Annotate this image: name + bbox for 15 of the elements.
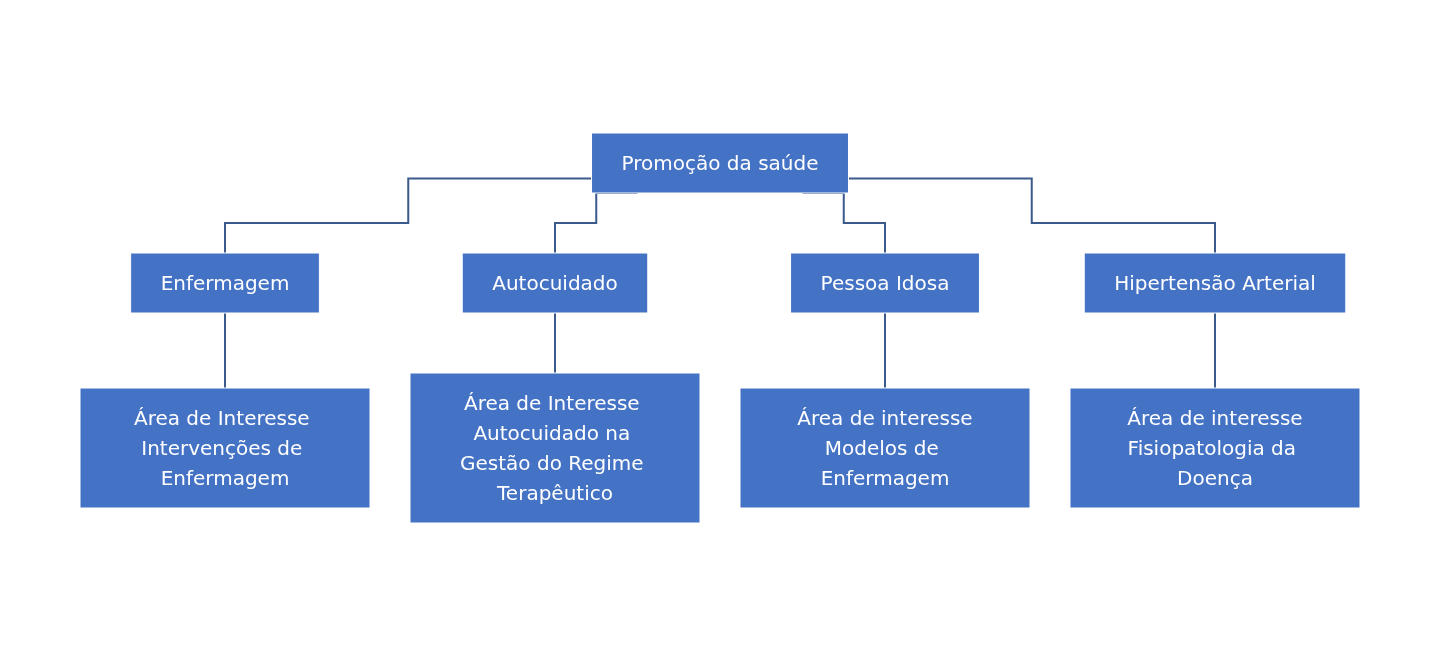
node-box: Área de interesse Modelos de Enfermagem: [739, 387, 1030, 508]
node-box: Área de Interesse Intervenções de Enfermagem: [79, 387, 370, 508]
connector: [847, 177, 1216, 254]
node-box: Hipertensão Arterial: [1083, 252, 1346, 313]
node-box: Promoção da saúde: [590, 132, 849, 193]
node-box: Autocuidado: [461, 252, 648, 313]
connector: [553, 311, 556, 374]
node-box: Área de Interesse Autocuidado na Gestão do Regime Terapêutico: [409, 372, 700, 523]
node-box: Enfermagem: [129, 252, 320, 313]
connector: [223, 311, 226, 389]
node-box: Área de interesse Fisiopatologia da Doença: [1069, 387, 1360, 508]
connector: [223, 177, 592, 254]
connector: [883, 311, 886, 389]
node-box: Pessoa Idosa: [789, 252, 980, 313]
connector: [1213, 311, 1216, 389]
